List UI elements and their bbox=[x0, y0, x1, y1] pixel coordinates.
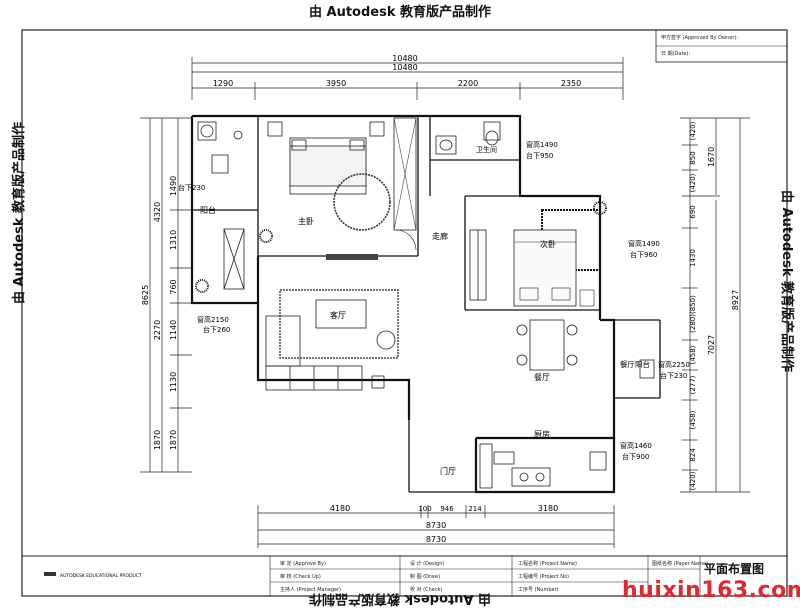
dim-right-6: (280)(850) bbox=[689, 295, 697, 333]
dim-top-seg-2: 3950 bbox=[326, 79, 346, 88]
dim-right-1: (420) bbox=[689, 121, 697, 140]
autodesk-logo-mark bbox=[44, 572, 56, 576]
label-kitchen: 厨房 bbox=[534, 429, 550, 439]
owner-approval-label: 甲方签字 (Approved By Owner): bbox=[661, 35, 739, 41]
dim-left-mid: 1870 bbox=[153, 430, 162, 450]
dim-bottom-seg-5: 3180 bbox=[538, 504, 558, 513]
label-second-bedroom: 次卧 bbox=[540, 239, 556, 249]
site-watermark: huixin163.com bbox=[622, 578, 800, 603]
dim-right-7: (458) bbox=[689, 345, 697, 364]
dim-right-total: 8927 bbox=[731, 290, 740, 310]
bottom-dimensions bbox=[257, 505, 615, 548]
dim-top-seg-1: 1290 bbox=[213, 79, 233, 88]
dim-bottom-total-1: 8730 bbox=[426, 521, 446, 530]
tb-project-no: 工程编号 (Project No) bbox=[518, 574, 569, 580]
dim-right-11: (420) bbox=[689, 471, 697, 490]
left-dimensions bbox=[140, 117, 192, 473]
dim-left-total: 8625 bbox=[141, 285, 150, 305]
master-bed bbox=[267, 121, 385, 195]
label-master-bedroom: 主卧 bbox=[298, 216, 314, 226]
tv-cabinet bbox=[326, 254, 378, 260]
dim-right-mid-2: 7027 bbox=[707, 335, 716, 355]
date-label: 日 期(Date): bbox=[661, 51, 691, 57]
dim-left-extra2: 2270 bbox=[153, 320, 162, 340]
note-living-window-2: 台下260 bbox=[203, 325, 230, 334]
dim-right-10: 824 bbox=[689, 448, 697, 462]
label-corridor: 走廊 bbox=[432, 231, 448, 241]
note-bath-window-1: 窗高1490 bbox=[526, 140, 558, 149]
note-bed2-window-1: 窗高1490 bbox=[628, 239, 660, 248]
interior-walls bbox=[192, 116, 661, 493]
dim-bottom-seg-2: 100 bbox=[418, 505, 431, 513]
tb-design: 设 计 (Design) bbox=[410, 561, 445, 567]
autodesk-logo-text: AUTODESK EDUCATIONAL PRODUCT bbox=[60, 573, 142, 579]
second-bed bbox=[513, 209, 601, 307]
note-balcony-sill: 台下230 bbox=[178, 183, 205, 192]
drawing-frame bbox=[21, 29, 788, 597]
note-kitchen-window-1: 窗高1460 bbox=[620, 441, 652, 450]
door-swing-master bbox=[395, 229, 417, 251]
bathroom-fixtures bbox=[435, 121, 501, 155]
dim-right-mid-1: 1670 bbox=[707, 147, 716, 167]
title-block-grid bbox=[269, 556, 701, 596]
label-entrance: 门厅 bbox=[440, 466, 456, 476]
note-living-window-1: 窗高2150 bbox=[197, 315, 229, 324]
label-balcony: 阳台 bbox=[200, 205, 216, 215]
tb-project-name: 工程名称 (Project Name) bbox=[518, 561, 577, 567]
dim-right-4: 690 bbox=[689, 205, 697, 218]
tb-number: 工序号 (Number) bbox=[518, 587, 559, 593]
window-frames bbox=[223, 228, 487, 301]
tb-check-up: 审 核 (Check Up) bbox=[280, 574, 321, 580]
dim-bottom-total-2: 8730 bbox=[426, 535, 446, 544]
tb-check: 校 对 (Check) bbox=[410, 587, 443, 593]
autodesk-stamp-top: 由 Autodesk 教育版产品制作 bbox=[308, 5, 492, 20]
dim-left-4: 1140 bbox=[169, 320, 178, 340]
dim-left-extra: 4320 bbox=[153, 202, 162, 222]
top-dimensions bbox=[191, 57, 624, 100]
living-furniture bbox=[265, 289, 399, 391]
dining-set bbox=[516, 319, 578, 371]
plan-title: 平面布置图 bbox=[704, 562, 765, 576]
dim-top-seg-3: 2200 bbox=[458, 79, 478, 88]
tb-project-manager: 主持人 (Project Manager) bbox=[280, 587, 342, 593]
tb-paper-name-label: 图纸名称 (Paper Name) bbox=[652, 561, 708, 567]
dim-left-5: 1130 bbox=[169, 372, 178, 392]
dim-right-9: (458) bbox=[689, 410, 697, 429]
note-kitchen-window-2: 台下900 bbox=[622, 452, 649, 461]
dining-balcony-box bbox=[639, 359, 655, 379]
right-dimensions bbox=[680, 117, 750, 493]
label-bathroom: 卫生间 bbox=[476, 145, 497, 154]
note-dining-window-1: 窗高2250 bbox=[658, 360, 690, 369]
note-dining-window-2: 台下230 bbox=[660, 371, 687, 380]
wardrobe bbox=[393, 117, 417, 231]
dim-bottom-seg-3: 946 bbox=[440, 505, 454, 513]
note-bath-window-2: 台下950 bbox=[526, 151, 553, 160]
round-rug bbox=[333, 173, 391, 231]
label-dining-balcony: 餐厅阳台 bbox=[620, 359, 650, 369]
dim-left-3: 760 bbox=[169, 279, 178, 294]
balcony-items bbox=[197, 121, 243, 174]
dim-left-1: 1490 bbox=[169, 176, 178, 196]
plant-icons bbox=[195, 201, 607, 293]
dim-top-total-2: 10480 bbox=[392, 63, 417, 72]
dim-right-8: (277) bbox=[689, 375, 697, 394]
dim-right-2: 850 bbox=[689, 151, 697, 164]
dim-left-6: 1870 bbox=[169, 430, 178, 450]
dim-right-5: 1430 bbox=[689, 249, 697, 267]
dim-left-2: 1310 bbox=[169, 230, 178, 250]
tb-approve: 审 定 (Approve By) bbox=[280, 561, 326, 567]
note-bed2-window-2: 台下960 bbox=[630, 250, 657, 259]
label-dining-room: 餐厅 bbox=[534, 373, 550, 382]
dim-right-3: (420) bbox=[689, 173, 697, 192]
kitchen-fixtures bbox=[479, 443, 607, 489]
dim-top-seg-4: 2350 bbox=[561, 79, 581, 88]
dim-bottom-seg-1: 4180 bbox=[330, 504, 350, 513]
dim-bottom-seg-4: 214 bbox=[468, 505, 482, 513]
dim-top-total-1: 10480 bbox=[392, 54, 417, 63]
label-living-room: 客厅 bbox=[330, 310, 346, 320]
tb-draw: 制 图 (Draw) bbox=[410, 574, 441, 580]
